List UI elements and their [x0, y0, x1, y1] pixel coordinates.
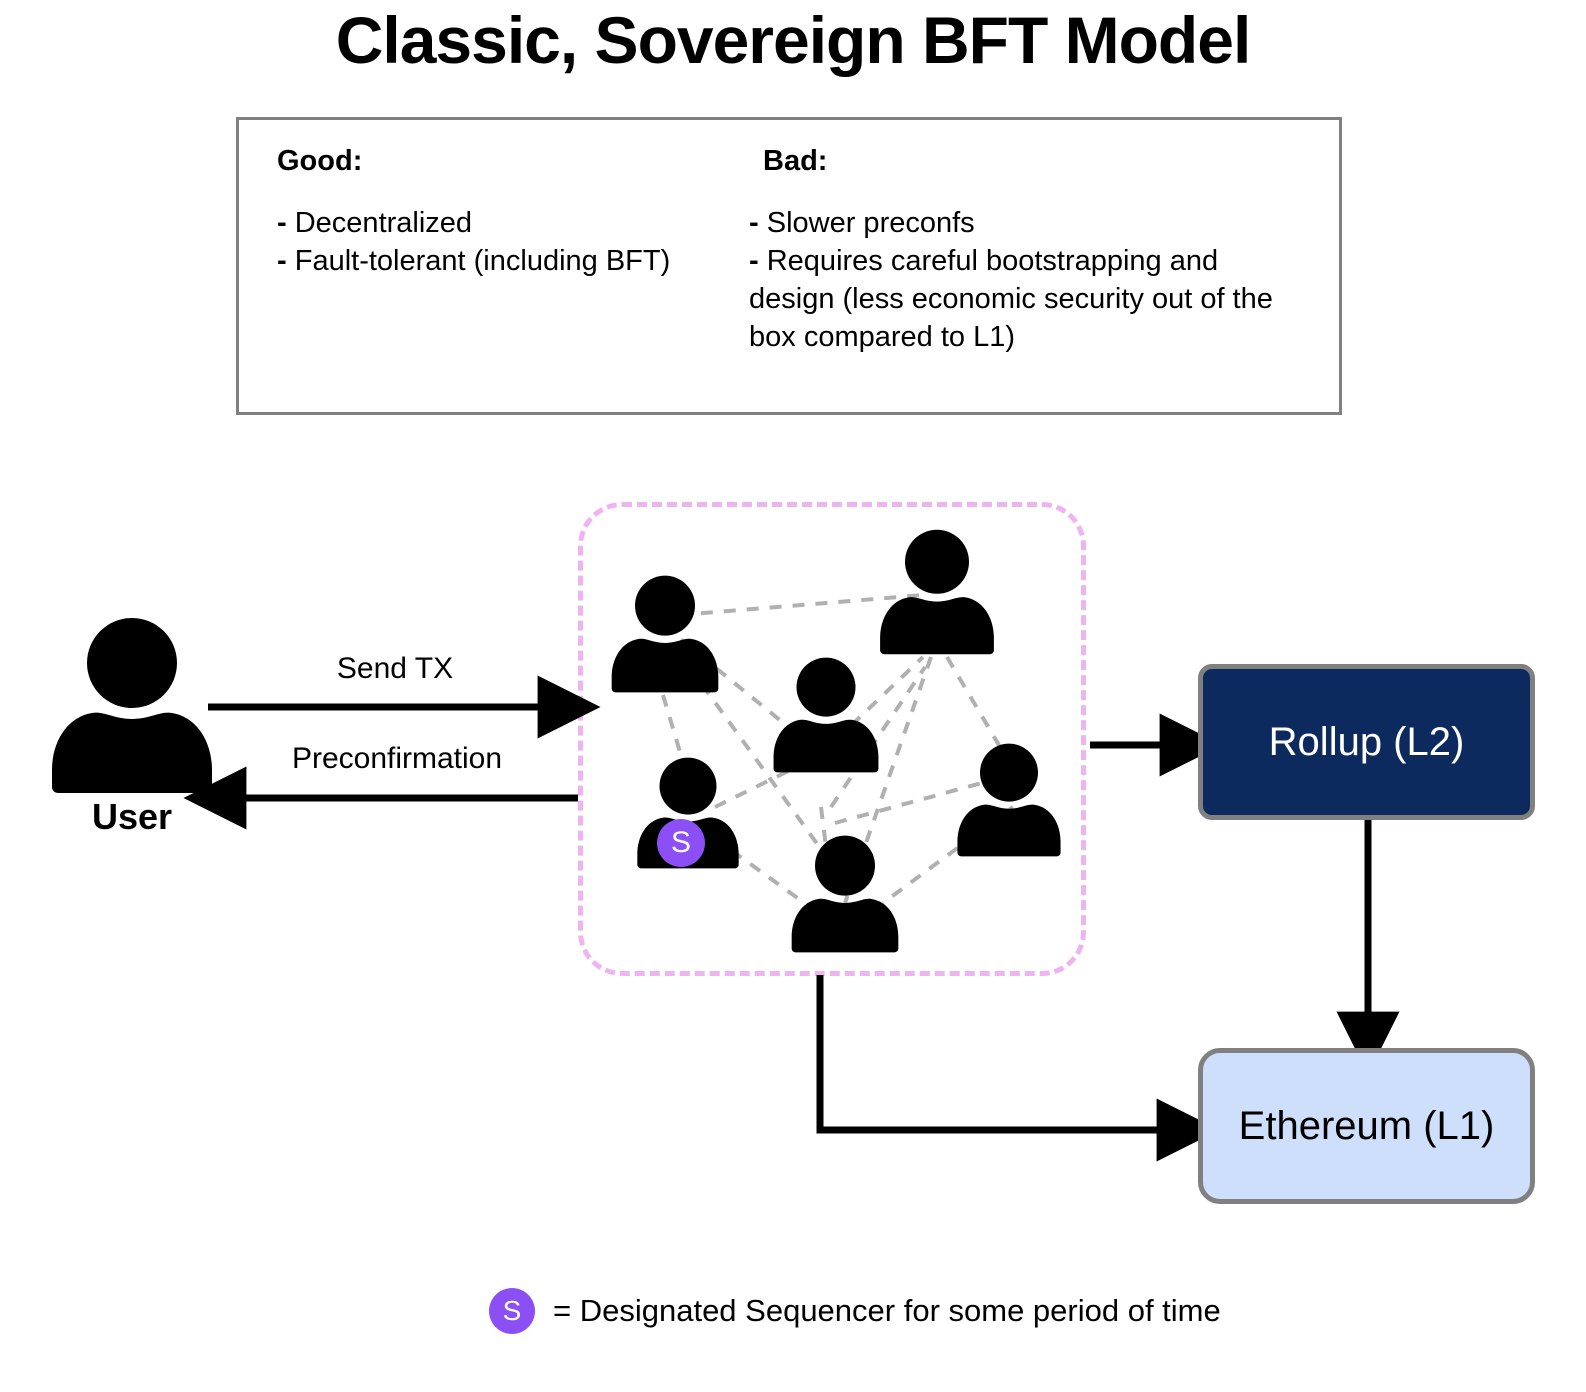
validator-node — [767, 657, 885, 773]
send-tx-label: Send TX — [336, 652, 454, 685]
validator-node — [605, 575, 725, 693]
legend-text: = Designated Sequencer for some period o… — [553, 1293, 1221, 1328]
rollup-l2-label: Rollup (L2) — [1268, 719, 1465, 764]
cons-column: Bad: - Slower preconfs - Requires carefu… — [749, 144, 1309, 357]
pros-heading-label: Good — [277, 145, 353, 177]
cons-item-text: Requires careful bootstrapping and desig… — [749, 244, 1273, 353]
validator-node — [951, 743, 1067, 857]
ethereum-l1-box[interactable]: Ethereum (L1) — [1198, 1048, 1535, 1204]
cons-item: - Requires careful bootstrapping and des… — [749, 243, 1309, 357]
sequencer-badge: S — [657, 819, 705, 867]
legend: S = Designated Sequencer for some period… — [489, 1286, 1221, 1336]
validator-node — [785, 835, 905, 953]
pros-heading-suffix: : — [352, 145, 363, 177]
bullet-dash: - — [277, 244, 287, 277]
validator-node — [873, 529, 1001, 655]
bullet-dash: - — [749, 206, 759, 239]
user-actor: User — [42, 618, 222, 838]
arrow-cluster-to-ethereum — [816, 975, 1220, 1162]
pros-item: - Fault-tolerant (including BFT) — [277, 243, 747, 281]
cons-heading: Bad: — [749, 144, 1309, 179]
cons-heading-suffix: : — [817, 145, 828, 177]
pros-heading: Good: — [277, 144, 747, 179]
pros-cons-box: Good: - Decentralized - Fault-tolerant (… — [236, 117, 1342, 415]
legend-badge-label: S — [502, 1295, 522, 1326]
pros-column: Good: - Decentralized - Fault-tolerant (… — [277, 144, 747, 281]
pros-item-text: Fault-tolerant (including BFT) — [294, 244, 671, 277]
bullet-dash: - — [749, 244, 759, 277]
sequencer-badge-label: S — [670, 826, 691, 859]
page-title: Classic, Sovereign BFT Model — [335, 3, 1252, 77]
validator-cluster-boundary: S — [578, 502, 1086, 976]
person-icon — [42, 618, 222, 793]
pros-item: - Decentralized — [277, 205, 747, 243]
cons-item-text: Slower preconfs — [766, 206, 975, 239]
ethereum-l1-label: Ethereum (L1) — [1238, 1103, 1495, 1148]
user-label: User — [91, 796, 173, 837]
cons-heading-label: Bad — [763, 145, 818, 177]
legend-sequencer-badge-icon: S — [489, 1288, 535, 1334]
pros-item-text: Decentralized — [294, 206, 473, 239]
cons-item: - Slower preconfs — [749, 205, 1309, 243]
preconfirmation-label: Preconfirmation — [291, 742, 503, 775]
bullet-dash: - — [277, 206, 287, 239]
rollup-l2-box[interactable]: Rollup (L2) — [1198, 664, 1535, 820]
